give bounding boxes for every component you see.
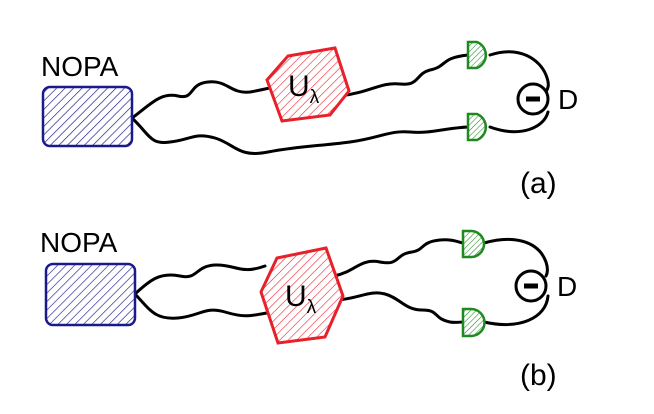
unitary-label-a: Uλ: [288, 70, 320, 108]
nopa-box-b: [44, 262, 137, 327]
photodetector-top-a: [466, 40, 487, 70]
panel-label-b: (b): [520, 359, 557, 392]
fiber-upper-b: [133, 263, 267, 296]
fiber-detector-bottom-b: [482, 294, 550, 326]
panel-label-a: (a): [520, 167, 557, 200]
photodetector-bottom-a: [466, 112, 487, 142]
detector-label-a: D: [558, 84, 578, 115]
detector-label-b: D: [557, 271, 577, 302]
minus-sign-b: [524, 283, 538, 289]
nopa-box-a: [41, 85, 134, 148]
panel-b: NOPA Uλ D (b): [40, 227, 577, 392]
minus-sign-a: [526, 96, 540, 102]
fiber-u-to-det-top-b: [332, 238, 465, 278]
unitary-hexagon-b: [259, 246, 345, 345]
fiber-detector-top-a: [488, 50, 550, 94]
fiber-u-to-det-bottom-b: [336, 291, 465, 324]
photodetector-bottom-b: [461, 307, 486, 338]
panel-a: NOPA Uλ D (a): [41, 40, 578, 200]
fiber-lower-b: [133, 292, 274, 320]
fiber-detector-bottom-a: [488, 110, 550, 134]
nopa-label-a: NOPA: [41, 51, 119, 82]
fiber-u-to-detector-a: [338, 53, 470, 98]
photodetector-top-b: [461, 229, 486, 259]
fiber-upper-a: [130, 80, 282, 120]
fiber-lower-a: [130, 116, 470, 155]
unitary-hexagon-a: [265, 46, 351, 123]
unitary-label-b: Uλ: [285, 280, 317, 318]
fiber-detector-top-b: [482, 237, 549, 278]
nopa-label-b: NOPA: [40, 227, 118, 258]
